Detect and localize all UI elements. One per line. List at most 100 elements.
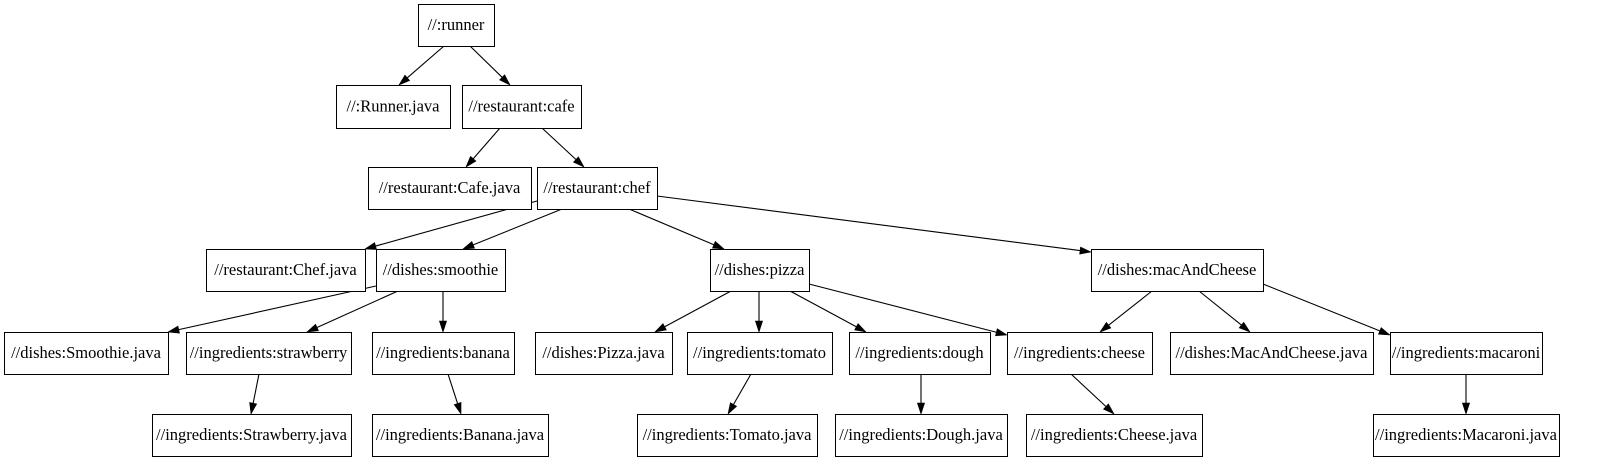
arrowhead-icon — [306, 323, 319, 333]
node-box[interactable] — [535, 332, 673, 375]
graph-edge — [1198, 290, 1251, 333]
arrowhead-icon — [995, 328, 1008, 337]
graph-edge — [656, 195, 1092, 255]
edge-line — [789, 290, 857, 328]
graph-node-pizza-java[interactable]: //dishes:Pizza.java — [535, 332, 673, 375]
graph-node-ing-macaroni[interactable]: //ingredients:macaroni — [1390, 332, 1543, 375]
graph-node-ing-cheese[interactable]: //ingredients:cheese — [1007, 332, 1153, 375]
node-label: //restaurant:cafe — [468, 96, 574, 115]
node-label: //ingredients:banana — [376, 343, 510, 362]
node-box[interactable] — [710, 249, 810, 292]
graph-node-ing-strawberry[interactable]: //ingredients:strawberry — [186, 332, 352, 375]
node-box[interactable] — [372, 332, 515, 375]
graph-node-cafe-java[interactable]: //restaurant:Cafe.java — [368, 167, 532, 210]
node-label: //:Runner.java — [346, 96, 440, 115]
graph-node-macaroni-java[interactable]: //ingredients:Macaroni.java — [1373, 414, 1560, 457]
node-box[interactable] — [152, 414, 352, 457]
graph-node-runner-java[interactable]: //:Runner.java — [336, 85, 451, 129]
graph-node-strawberry-java[interactable]: //ingredients:Strawberry.java — [152, 414, 352, 457]
graph-node-restaurant-cafe[interactable]: //restaurant:cafe — [462, 85, 582, 129]
graph-node-restaurant-chef[interactable]: //restaurant:chef — [537, 167, 658, 210]
node-box[interactable] — [462, 85, 582, 129]
graph-edge — [462, 208, 563, 250]
graph-node-banana-java[interactable]: //ingredients:Banana.java — [372, 414, 549, 457]
edge-line — [252, 373, 260, 404]
graph-edge — [465, 127, 501, 168]
node-label: //dishes:smoothie — [383, 260, 499, 279]
arrowhead-icon — [1102, 403, 1115, 415]
graph-node-macandcheese-java[interactable]: //dishes:MacAndCheese.java — [1170, 332, 1374, 375]
edge-line — [178, 285, 377, 331]
node-box[interactable] — [336, 85, 451, 129]
graph-edge — [541, 127, 585, 168]
graph-node-ing-dough[interactable]: //ingredients:dough — [849, 332, 991, 375]
node-box[interactable] — [186, 332, 352, 375]
node-box[interactable] — [206, 249, 366, 292]
node-box[interactable] — [368, 167, 532, 210]
edge-line — [469, 45, 503, 78]
edge-layer — [167, 45, 1471, 415]
arrowhead-icon — [499, 74, 511, 86]
node-box[interactable] — [376, 249, 506, 292]
graph-node-ing-tomato[interactable]: //ingredients:tomato — [687, 332, 833, 375]
node-box[interactable] — [1026, 414, 1203, 457]
node-label: //restaurant:Chef.java — [214, 260, 357, 279]
arrowhead-icon — [854, 323, 867, 333]
graph-edge — [469, 45, 511, 86]
graph-node-cheese-java[interactable]: //ingredients:Cheese.java — [1026, 414, 1203, 457]
node-label: //dishes:macAndCheese — [1098, 260, 1257, 279]
edge-line — [1070, 373, 1107, 407]
graph-node-chef-java[interactable]: //restaurant:Chef.java — [206, 249, 366, 292]
node-label: //ingredients:Dough.java — [839, 425, 1003, 444]
graph-node-dishes-macandch[interactable]: //dishes:macAndCheese — [1091, 249, 1264, 292]
node-box[interactable] — [1390, 332, 1543, 375]
edge-line — [406, 45, 445, 79]
node-label: //dishes:Smoothie.java — [11, 343, 162, 362]
graph-node-dough-java[interactable]: //ingredients:Dough.java — [835, 414, 1008, 457]
node-box[interactable] — [1170, 332, 1374, 375]
graph-node-dishes-smoothie[interactable]: //dishes:smoothie — [376, 249, 506, 292]
graph-node-tomato-java[interactable]: //ingredients:Tomato.java — [637, 414, 818, 457]
graph-node-runner[interactable]: //:runner — [418, 4, 495, 47]
node-box[interactable] — [687, 332, 833, 375]
node-layer: //:runner //:Runner.java //restaurant:cafe… — [4, 4, 1560, 457]
graph-edge — [306, 290, 399, 333]
arrowhead-icon — [1461, 402, 1471, 415]
arrowhead-icon — [754, 320, 764, 333]
node-box[interactable] — [1091, 249, 1264, 292]
graph-edge — [1099, 290, 1153, 333]
node-box[interactable] — [1007, 332, 1153, 375]
node-label: //dishes:MacAndCheese.java — [1176, 343, 1369, 362]
edge-line — [1198, 290, 1242, 326]
node-label: //dishes:Pizza.java — [542, 343, 665, 362]
node-box[interactable] — [4, 332, 169, 375]
node-box[interactable] — [835, 414, 1008, 457]
node-label: //ingredients:strawberry — [190, 343, 348, 362]
graph-edge — [1461, 374, 1471, 415]
arrowhead-icon — [167, 325, 180, 334]
graph-node-dishes-pizza[interactable]: //dishes:pizza — [710, 249, 810, 292]
arrowhead-icon — [1079, 246, 1092, 255]
node-box[interactable] — [849, 332, 991, 375]
node-box[interactable] — [537, 167, 658, 210]
edge-line — [1108, 290, 1153, 326]
graph-edge — [789, 290, 867, 333]
graph-node-ing-banana[interactable]: //ingredients:banana — [372, 332, 515, 375]
edge-line — [628, 208, 715, 246]
node-box[interactable] — [637, 414, 818, 457]
node-label: //ingredients:cheese — [1014, 343, 1145, 362]
graph-edge — [438, 291, 448, 333]
node-label: //ingredients:Tomato.java — [643, 425, 813, 444]
node-label: //:runner — [428, 15, 485, 34]
node-box[interactable] — [372, 414, 549, 457]
node-box[interactable] — [418, 4, 495, 47]
arrowhead-icon — [712, 240, 725, 250]
node-label: //dishes:pizza — [715, 260, 805, 279]
graph-node-smoothie-java[interactable]: //dishes:Smoothie.java — [4, 332, 169, 375]
edge-line — [664, 290, 732, 328]
node-label: //ingredients:Cheese.java — [1031, 425, 1198, 444]
node-box[interactable] — [1373, 414, 1560, 457]
graph-edge — [654, 290, 732, 333]
